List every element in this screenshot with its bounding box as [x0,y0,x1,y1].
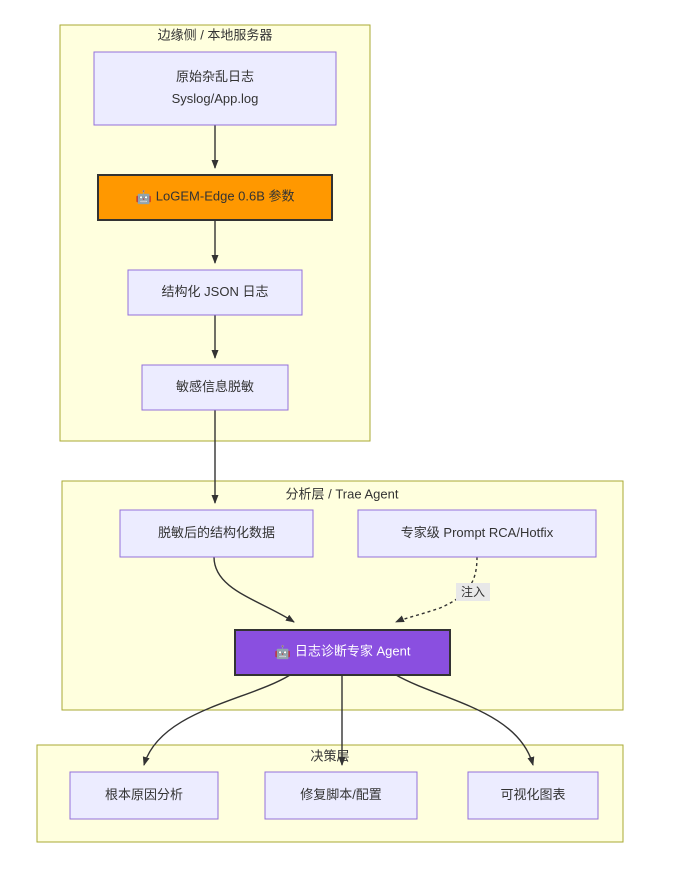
node-label: 原始杂乱日志 [176,69,254,84]
node-fix-script[interactable]: 修复脚本/配置 [264,771,418,820]
node-structured-json[interactable]: 结构化 JSON 日志 [127,269,303,316]
cluster-title: 决策层 [310,748,349,763]
node-visual-chart[interactable]: 可视化图表 [467,771,599,820]
node-box[interactable] [264,771,418,820]
node-box[interactable] [127,269,303,316]
edge-group: 注入 [142,125,535,766]
node-root-cause[interactable]: 根本原因分析 [69,771,219,820]
node-label: 可视化图表 [500,787,565,802]
node-label: 🤖 LoGEM-Edge 0.6B 参数 [135,189,294,205]
edge-line [395,556,478,623]
node-box[interactable] [234,629,451,676]
edge-label-background [456,583,490,601]
robot-icon: 🤖 [135,189,155,205]
node-label: 脱敏后的结构化数据 [158,525,275,540]
node-label: 敏感信息脱敏 [176,379,254,394]
node-masked-structured-data[interactable]: 脱敏后的结构化数据 [119,509,314,558]
node-expert-prompt[interactable]: 专家级 Prompt RCA/Hotfix [357,509,597,558]
node-raw-log[interactable]: 原始杂乱日志 Syslog/App.log [93,51,337,126]
edge-line [142,674,291,766]
edge-line [395,674,535,766]
edge-agent-to-root-cause [142,674,291,766]
node-sensitive-mask[interactable]: 敏感信息脱敏 [141,364,289,411]
node-box[interactable] [357,509,597,558]
node-label: 根本原因分析 [105,787,183,802]
node-label: Syslog/App.log [172,91,259,106]
node-label: 结构化 JSON 日志 [162,284,269,299]
node-label: 专家级 Prompt RCA/Hotfix [401,525,554,540]
node-label: 🤖 日志诊断专家 Agent [275,644,411,660]
node-box[interactable] [69,771,219,820]
edge-line [213,556,295,623]
node-logem-edge[interactable]: 🤖 LoGEM-Edge 0.6B 参数 [97,174,333,221]
node-box[interactable] [93,51,337,126]
node-box[interactable] [97,174,333,221]
node-box[interactable] [141,364,289,411]
node-box[interactable] [119,509,314,558]
edge-masked-to-agent [213,556,295,623]
cluster-title: 分析层 / Trae Agent [286,486,399,501]
robot-icon: 🤖 [275,644,295,660]
edge-agent-to-chart [395,674,535,766]
node-box[interactable] [467,771,599,820]
edge-prompt-to-agent: 注入 [395,556,490,623]
edge-label: 注入 [461,584,485,599]
node-group: 原始杂乱日志 Syslog/App.log 🤖 LoGEM-Edge 0.6B 参数… [69,51,599,820]
cluster-title: 边缘侧 / 本地服务器 [158,27,273,42]
node-label: 修复脚本/配置 [300,787,382,802]
node-diagnosis-agent[interactable]: 🤖 日志诊断专家 Agent [234,629,451,676]
